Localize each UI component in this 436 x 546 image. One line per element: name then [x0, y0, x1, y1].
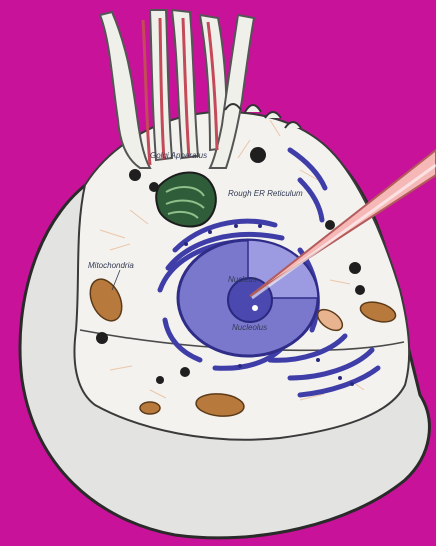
label-er: Rough ER Reticulum — [228, 189, 303, 198]
label-nucleolus: Nucleolus — [232, 323, 267, 332]
golgi-icon — [156, 173, 216, 227]
label-golgi: Golgi Apparatus — [150, 151, 207, 160]
nucleus-icon — [178, 240, 318, 356]
label-mitochondria: Mitochondria — [88, 261, 134, 270]
label-nucleus: Nucleus — [228, 275, 257, 284]
